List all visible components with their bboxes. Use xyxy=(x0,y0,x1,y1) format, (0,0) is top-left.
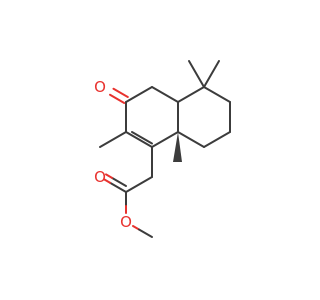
bond-ch2-cester xyxy=(125,176,153,193)
bond-cester-o-a xyxy=(109,181,127,193)
bond-c4-c3 xyxy=(125,86,153,103)
left-ring xyxy=(125,86,179,148)
bond-c3-o-a xyxy=(109,93,126,104)
carbonyl-oxygen-label: O xyxy=(94,168,106,186)
bond-c5-methyl-a xyxy=(188,60,205,88)
bond-oester-methyl xyxy=(138,228,153,238)
bond-c2-c1 xyxy=(125,131,153,148)
bond-c7-c8 xyxy=(203,131,231,148)
ester-side-chain: O O xyxy=(94,146,153,238)
bond-cester-o-b-red xyxy=(105,173,113,179)
bond-oester-methyl-red xyxy=(132,225,140,231)
bond-c3-o-b xyxy=(112,87,129,98)
bond-c2-c1-double xyxy=(131,131,153,145)
bond-c2-methyl xyxy=(99,131,127,148)
bond-c5-methyl-b xyxy=(203,60,220,88)
gem-dimethyl xyxy=(188,60,220,88)
bond-c1-c8a xyxy=(151,131,179,148)
bond-c8-c8a xyxy=(177,131,205,148)
right-ring xyxy=(177,86,231,148)
ketone-oxygen-label: O xyxy=(94,78,106,96)
wedge-bond-c8a-methyl xyxy=(173,132,182,162)
bond-c4a-c5 xyxy=(177,86,205,103)
molecule-structure: O O O xyxy=(94,60,231,238)
bond-cester-o-a-red xyxy=(103,178,111,184)
ketone-group: O xyxy=(94,78,129,104)
bond-cester-o-b xyxy=(111,176,127,187)
bond-c5-c6 xyxy=(203,86,231,103)
ester-oxygen-label: O xyxy=(120,213,132,231)
bond-c4a-c4 xyxy=(151,86,179,103)
